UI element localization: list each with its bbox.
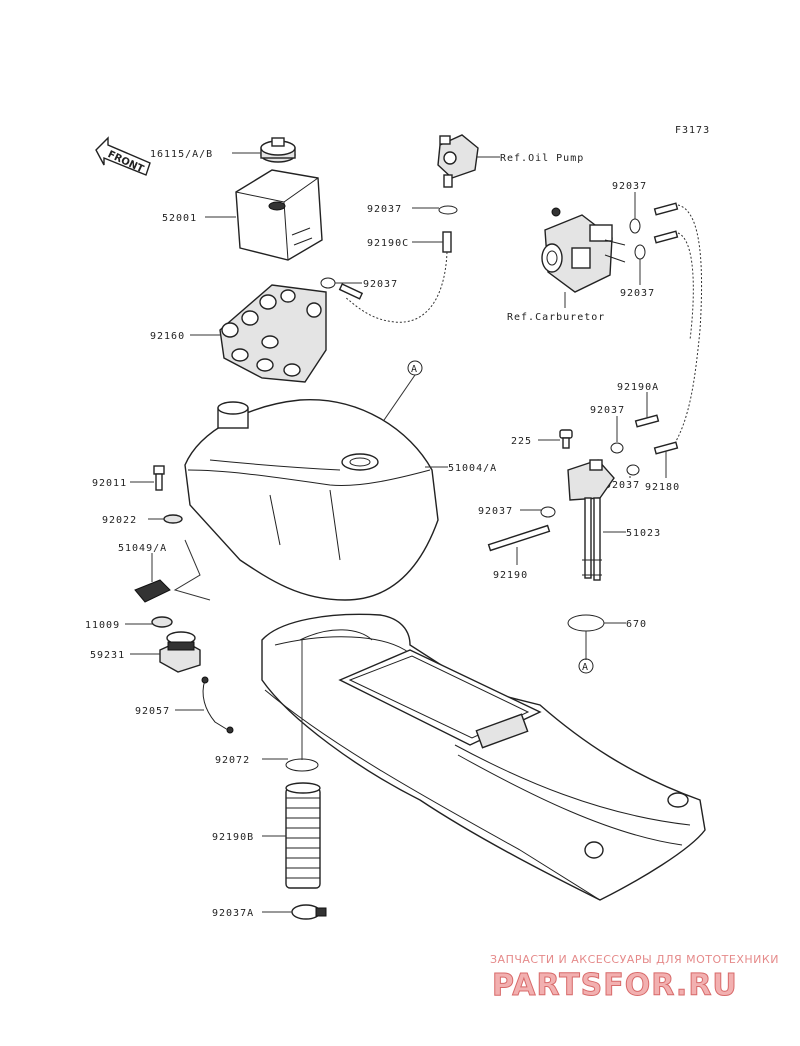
callout-51023: 51023 (626, 528, 661, 539)
callout-52001: 52001 (162, 213, 197, 224)
fuel-tank (184, 399, 439, 601)
carburetor (541, 207, 626, 293)
callout-92037-d: 92037 (620, 288, 655, 299)
callout-92022: 92022 (102, 515, 137, 526)
callout-11009: 11009 (85, 620, 120, 631)
fuel-valve (567, 459, 615, 581)
callout-92037-a: 92037 (367, 204, 402, 215)
callout-92072: 92072 (215, 755, 250, 766)
watermark-tagline: ЗАПЧАСТИ И АКСЕССУАРЫ ДЛЯ МОТОТЕХНИКИ (490, 953, 779, 966)
callout-92037-g: 92037 (478, 506, 513, 517)
callout-59231: 59231 (90, 650, 125, 661)
callout-92037a: 92037A (212, 908, 254, 919)
callout-a-top: A (411, 364, 418, 375)
figure-id: F3173 (675, 125, 710, 136)
watermark-logo: PARTSFOR.RU (492, 968, 738, 1003)
callout-92180: 92180 (645, 482, 680, 493)
callout-oil-pump: Ref.Oil Pump (500, 153, 584, 164)
tank-bracket (219, 284, 327, 383)
callout-92037-f: 92037 (605, 480, 640, 491)
callout-225: 225 (511, 436, 532, 447)
oil-pump (437, 134, 479, 188)
callout-92190c: 92190C (367, 238, 409, 249)
filler-neck (159, 631, 201, 673)
callout-51049: 51049/A (118, 543, 167, 554)
callout-92160: 92160 (150, 331, 185, 342)
callout-92190: 92190 (493, 570, 528, 581)
oil-tank-cap (260, 137, 296, 163)
callout-16115: 16115/A/B (150, 149, 213, 160)
callout-92011: 92011 (92, 478, 127, 489)
callout-92057: 92057 (135, 706, 170, 717)
callout-a-bottom: A (582, 662, 589, 673)
callout-92190a: 92190A (617, 382, 659, 393)
callout-92037-b: 92037 (363, 279, 398, 290)
oil-tank (235, 169, 323, 261)
hull (261, 613, 706, 901)
callout-92037-c: 92037 (612, 181, 647, 192)
callout-670: 670 (626, 619, 647, 630)
callout-carburetor: Ref.Carburetor (507, 312, 605, 323)
callout-92037-e: 92037 (590, 405, 625, 416)
callout-51004: 51004/A (448, 463, 497, 474)
front-arrow-icon: FRONT (95, 136, 151, 176)
callout-92190b: 92190B (212, 832, 254, 843)
corrugated-hose (285, 782, 321, 889)
